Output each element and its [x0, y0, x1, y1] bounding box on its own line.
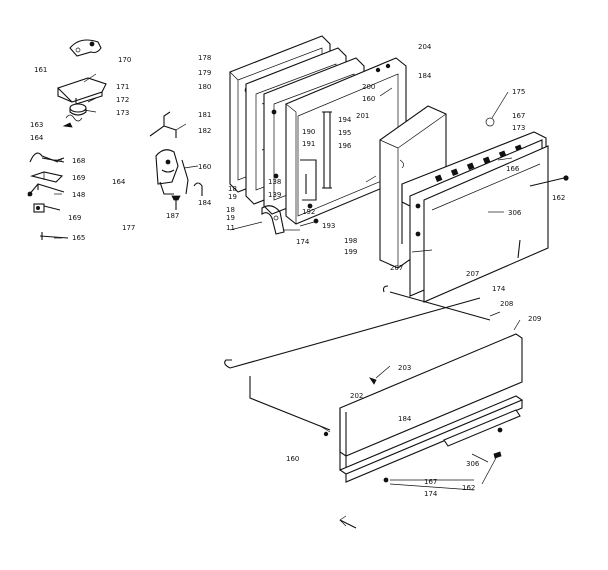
- label-138: 138: [268, 178, 281, 186]
- label-139: 139: [268, 191, 281, 199]
- label-187: 187: [166, 212, 179, 220]
- handle-bar-194: [322, 111, 332, 189]
- label-203: 203: [398, 364, 411, 372]
- label-178: 178: [198, 54, 211, 62]
- label-181: 181: [198, 111, 211, 119]
- label-169b: 169: [68, 214, 81, 222]
- drawer-front-184: [338, 333, 524, 483]
- bracket-part-171: [56, 77, 107, 105]
- lever-part-181: [149, 111, 187, 138]
- part-labels: 161 170 171 172 173 163 164 168 169 148 …: [30, 43, 565, 498]
- clip-part-184: [193, 182, 203, 196]
- hinge-part-169: [30, 171, 64, 183]
- storage-drawer: [224, 285, 491, 437]
- label-306: 306: [508, 209, 522, 217]
- label-184: 184: [198, 199, 212, 207]
- hinge-arm-190: [300, 159, 317, 209]
- bolt-part-169b: [33, 203, 61, 213]
- latch-part-160: [155, 149, 189, 195]
- label-160b: 160: [362, 95, 375, 103]
- label-199: 199: [344, 248, 357, 256]
- label-204: 204: [418, 43, 432, 51]
- rod-part-148: [27, 183, 65, 197]
- label-208: 208: [500, 300, 513, 308]
- label-174b: 174: [492, 285, 506, 293]
- label-160c: 160: [286, 455, 299, 463]
- label-175: 175: [512, 88, 525, 96]
- label-195: 195: [338, 129, 351, 137]
- spring-part-173: [62, 114, 83, 128]
- label-173b: 173: [512, 124, 525, 132]
- label-148: 148: [72, 191, 85, 199]
- rod-part-168: [29, 152, 65, 163]
- label-162: 162: [552, 194, 565, 202]
- label-196: 196: [338, 142, 352, 150]
- label-306b: 306: [466, 460, 480, 468]
- label-209: 209: [528, 315, 541, 323]
- label-207b: 207: [466, 270, 479, 278]
- label-192: 192: [302, 208, 315, 216]
- label-169: 169: [72, 174, 85, 182]
- label-161: 161: [34, 66, 47, 74]
- label-166: 166: [506, 165, 520, 173]
- label-179: 179: [198, 69, 211, 77]
- label-18: 18: [228, 185, 237, 193]
- clip-part-170: [69, 39, 102, 57]
- label-174c: 174: [424, 490, 438, 498]
- door-outer-panel-207: [409, 139, 569, 303]
- label-194: 194: [338, 116, 352, 124]
- arrow-mark: [339, 515, 357, 529]
- label-191: 191: [302, 140, 315, 148]
- label-171: 171: [116, 83, 129, 91]
- screw-part-193: [299, 218, 319, 227]
- label-168: 168: [72, 157, 85, 165]
- label-193: 193: [322, 222, 335, 230]
- label-18b: 18: [226, 206, 235, 214]
- label-19: 19: [228, 193, 237, 201]
- screw-part-187: [171, 195, 181, 210]
- label-200: 200: [362, 83, 375, 91]
- label-165: 165: [72, 234, 85, 242]
- label-160: 160: [198, 163, 211, 171]
- label-180: 180: [198, 83, 211, 91]
- pin-part-165: [39, 232, 69, 240]
- label-162b: 162: [462, 484, 475, 492]
- label-172: 172: [116, 96, 129, 104]
- hinge-part-174: [261, 205, 285, 235]
- leader-lines: [54, 73, 521, 491]
- label-173: 173: [116, 109, 129, 117]
- drawer-screw-203: [369, 377, 377, 385]
- label-182: 182: [198, 127, 211, 135]
- label-164b: 164: [112, 178, 126, 186]
- label-167b: 167: [424, 478, 437, 486]
- label-167: 167: [512, 112, 525, 120]
- label-11: 11: [226, 224, 235, 232]
- drawer-glide-306: [443, 409, 521, 459]
- label-201: 201: [356, 112, 369, 120]
- label-177: 177: [122, 224, 135, 232]
- label-170: 170: [118, 56, 131, 64]
- label-19b: 19: [226, 214, 235, 222]
- label-198: 198: [344, 237, 357, 245]
- label-174: 174: [296, 238, 310, 246]
- label-184c: 184: [398, 415, 412, 423]
- label-163: 163: [30, 121, 43, 129]
- label-207: 207: [390, 264, 403, 272]
- label-184b: 184: [418, 72, 432, 80]
- label-202: 202: [350, 392, 363, 400]
- label-164: 164: [30, 134, 44, 142]
- label-190: 190: [302, 128, 315, 136]
- screw-part-172: [69, 103, 87, 116]
